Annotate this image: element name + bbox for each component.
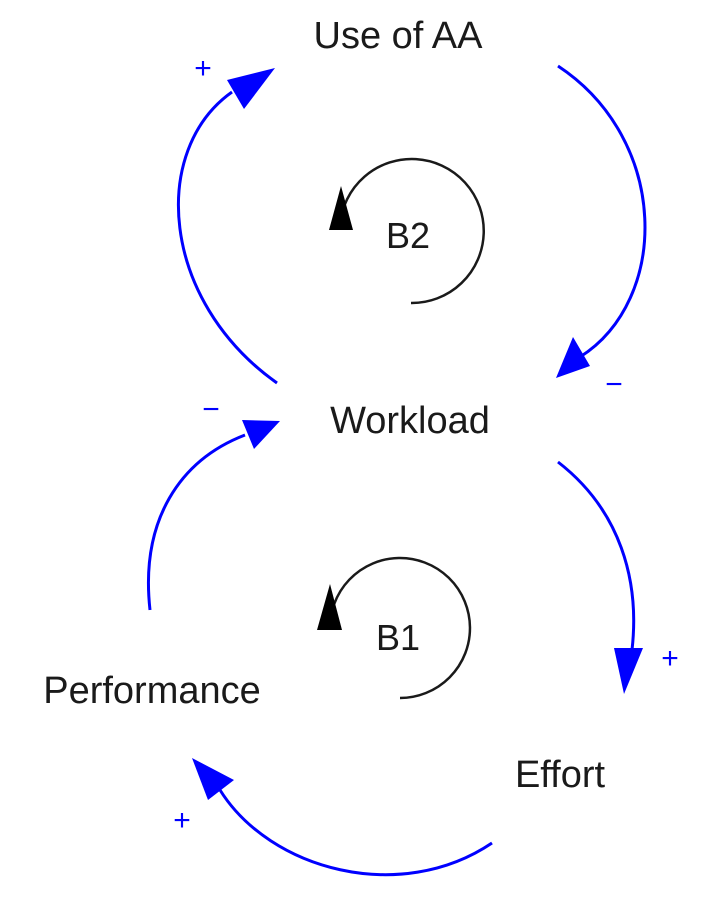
link-effort-to-performance	[192, 758, 493, 877]
node-performance: Performance	[43, 670, 261, 712]
polarity-performance-to-workload: −	[202, 393, 220, 426]
node-effort: Effort	[515, 754, 606, 796]
link-workload-to-use-of-aa	[177, 68, 278, 385]
arrowhead-icon	[192, 758, 234, 800]
loop-arrowhead-icon	[329, 186, 353, 230]
arrowhead-icon	[227, 68, 275, 109]
loop-arrowhead-icon	[317, 584, 342, 630]
link-arc	[557, 460, 636, 651]
loop-marker-b1: B1	[317, 556, 472, 700]
arrowhead-icon	[242, 420, 280, 449]
polarity-workload-to-use-of-aa: +	[194, 52, 212, 85]
link-arc	[147, 433, 246, 611]
polarity-use-of-aa-to-workload: −	[605, 368, 623, 401]
loop-arc	[338, 157, 485, 305]
loop-label-b1: B1	[376, 617, 420, 658]
link-arc	[218, 789, 493, 877]
link-arc	[557, 64, 647, 359]
loop-marker-b2: B2	[329, 157, 485, 305]
loop-arc	[328, 556, 472, 700]
link-arc	[177, 90, 278, 385]
link-performance-to-workload	[147, 420, 280, 611]
loop-label-b2: B2	[386, 215, 430, 256]
polarity-effort-to-performance: +	[173, 804, 191, 837]
arrowhead-icon	[614, 648, 643, 694]
link-use-of-aa-to-workload	[556, 64, 647, 378]
arrowhead-icon	[556, 337, 590, 378]
node-workload: Workload	[330, 400, 490, 442]
polarity-workload-to-effort: +	[661, 642, 679, 675]
link-workload-to-effort	[557, 460, 643, 694]
node-use-of-aa: Use of AA	[314, 15, 484, 57]
